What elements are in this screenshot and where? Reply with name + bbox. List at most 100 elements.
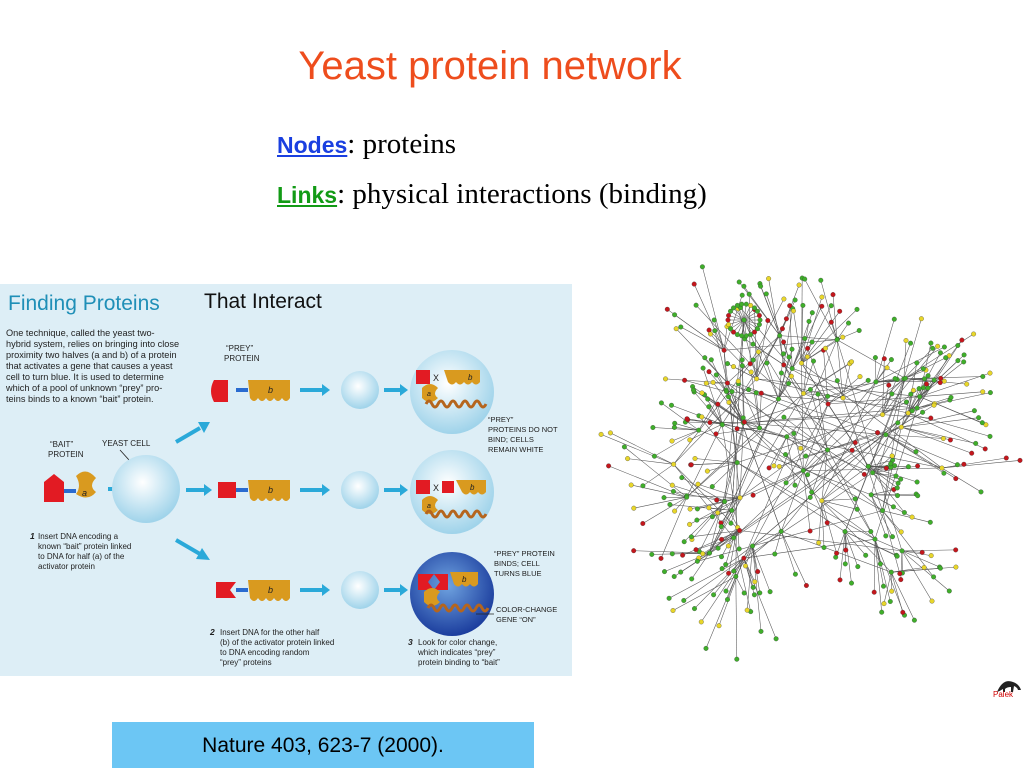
network-edge [733,531,782,572]
network-edge [875,367,888,383]
network-node [807,528,813,534]
network-edge [872,455,893,473]
network-node [915,463,921,469]
network-node [849,447,855,453]
network-edge [941,467,982,493]
network-edge [807,449,828,475]
network-edge [786,436,796,486]
network-node [902,375,908,381]
network-edge [779,449,828,467]
network-node [715,545,721,551]
network-node [877,561,883,567]
network-node [833,554,839,560]
network-edge [698,429,872,496]
network-edge [708,507,732,511]
network-node [918,316,924,322]
network-node [953,476,959,482]
network-node [748,369,754,375]
network-edge [803,393,829,405]
svg-text:b: b [462,575,467,584]
network-edge [868,460,893,467]
network-edge [727,382,943,469]
network-node [802,276,808,282]
network-node [621,444,627,450]
network-edge [739,426,902,498]
network-node [973,440,979,446]
figure-title-part1: Finding Proteins [8,292,160,315]
network-node [703,380,709,386]
network-node [750,584,756,590]
network-node [842,561,848,567]
network-edge [803,378,906,394]
network-edge [907,388,920,414]
network-node [943,355,949,361]
network-edge [730,497,741,524]
network-node [978,489,984,495]
network-node [915,493,921,499]
step1-caption: Insert DNA encoding a known “bait” prote… [38,532,134,571]
network-node [631,548,637,554]
network-edge [875,378,941,383]
network-edge [908,412,991,437]
network-edge [827,449,865,475]
svg-text:b: b [268,585,273,595]
network-node [852,496,858,502]
network-edge [756,320,769,379]
network-node [823,345,828,351]
network-edge [903,376,983,380]
network-node [889,453,895,459]
network-edge [708,329,757,379]
network-node [726,399,732,405]
network-node [895,480,901,486]
network-node [750,341,756,347]
network-node [672,508,678,514]
network-edge [844,378,905,532]
svg-text:b: b [468,373,473,382]
network-node [792,297,798,303]
links-keyword[interactable]: Links [277,182,338,208]
network-node [752,329,757,335]
network-node [723,588,729,594]
network-node [809,489,815,495]
network-edge [871,494,894,508]
network-node [883,465,889,471]
network-node [895,493,900,499]
network-node [800,468,806,474]
network-edge [708,371,727,392]
network-edge [756,351,759,379]
network-edge [723,350,741,498]
network-node [669,551,675,557]
network-node [671,424,677,430]
network-node [779,326,785,332]
network-node [846,320,851,326]
network-node [743,333,749,339]
network-node [969,450,975,456]
network-edge [600,434,674,465]
network-edge [872,472,897,477]
network-node [807,387,813,392]
network-node [715,401,721,407]
network-edge [871,489,894,496]
network-node [687,521,693,527]
network-edge [730,319,745,329]
network-edge [818,500,823,543]
nodes-keyword[interactable]: Nodes [277,132,348,158]
network-node [678,324,684,330]
network-edge [809,449,828,498]
network-node [661,495,667,501]
network-node [987,433,993,439]
network-edge [882,393,893,415]
network-node [754,376,760,382]
palek-logo-label: Palek [993,690,1014,699]
network-edge [785,470,804,484]
yeast-cell-label: YEAST CELL [102,439,151,448]
network-edge [827,403,873,473]
network-node [755,349,761,355]
network-edge [870,494,887,536]
network-node [971,408,977,414]
network-edge [801,309,858,364]
network-node [837,308,843,314]
network-node [739,333,745,339]
network-edge [789,305,793,369]
network-node [843,547,849,553]
